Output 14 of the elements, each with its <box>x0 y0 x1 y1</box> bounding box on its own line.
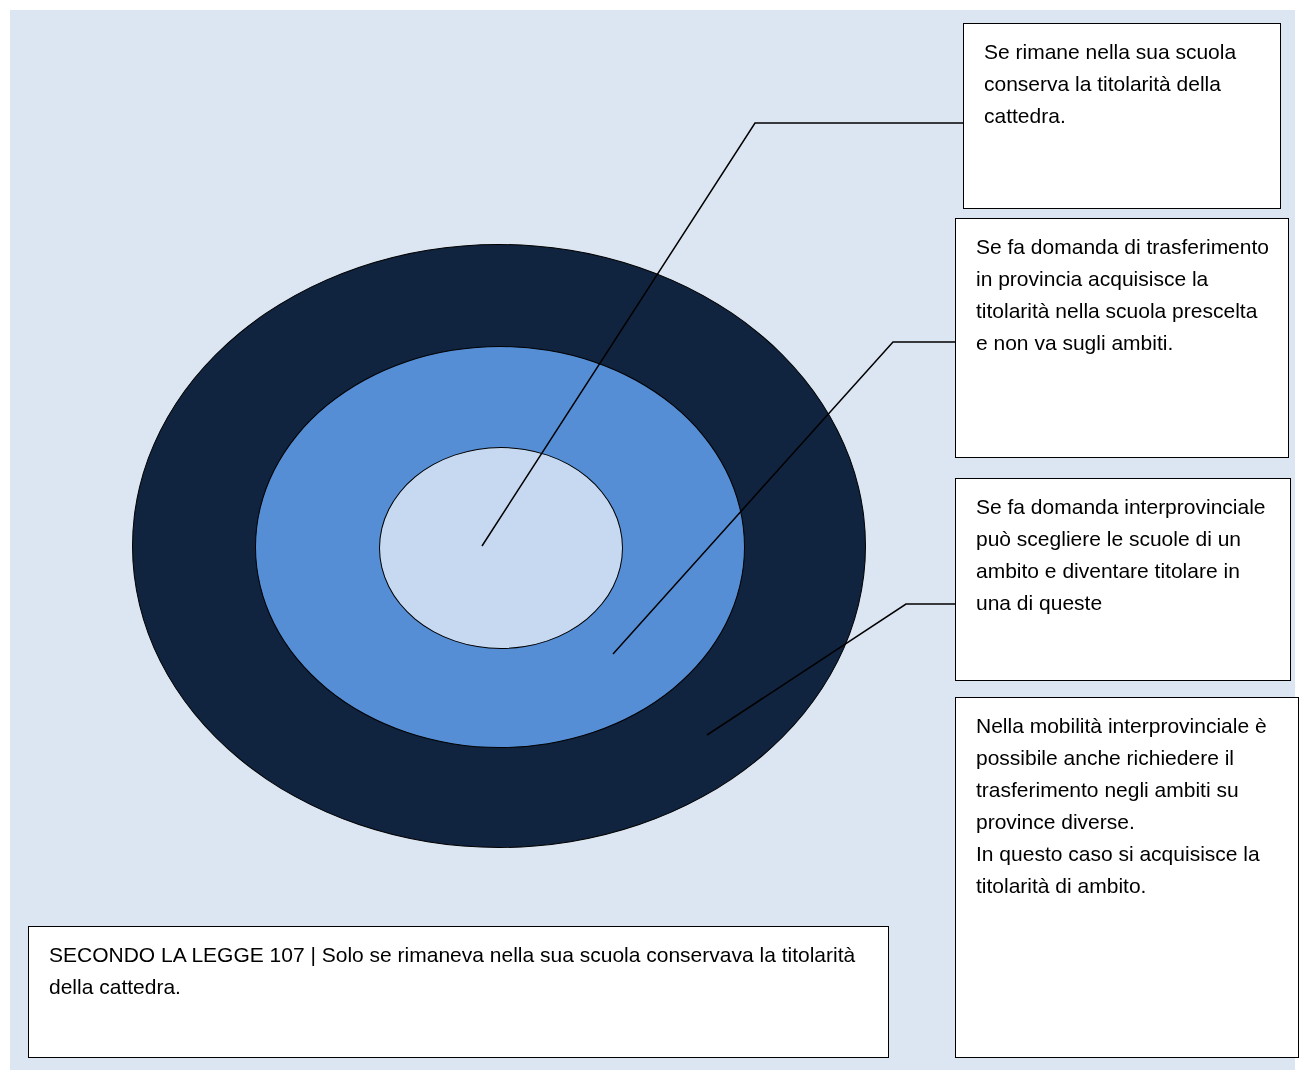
callout-box <box>955 697 1299 1058</box>
callout-text: Se rimane nella sua scuola conserva la titolarità della cattedra. <box>984 39 1238 129</box>
callout-box <box>955 218 1289 458</box>
callout-text: Se fa domanda di trasferimento in provincia acquisisce la titolarità nella scuola prescelta e non va sugli ambiti. <box>976 234 1270 356</box>
callout-text: In questo caso si acquisisce la titolarità di ambito. <box>976 840 1261 899</box>
callout-box <box>963 23 1281 209</box>
leader-line <box>706 603 956 736</box>
leader-line <box>481 122 964 547</box>
callout-box <box>28 926 889 1058</box>
leader-line <box>612 341 956 655</box>
callout-text: Se fa domanda interprovinciale può scegliere le scuole di un ambito e diventare titolare in una di queste <box>976 494 1267 616</box>
callout-box <box>955 478 1291 681</box>
callout-text: SECONDO LA LEGGE 107 | Solo se rimaneva nella sua scuola conservava la titolarità della cattedra. <box>49 942 857 1000</box>
callout-text: Nella mobilità interprovinciale è possibile anche richiedere il trasferimento negli ambiti su province diverse. <box>976 713 1268 835</box>
